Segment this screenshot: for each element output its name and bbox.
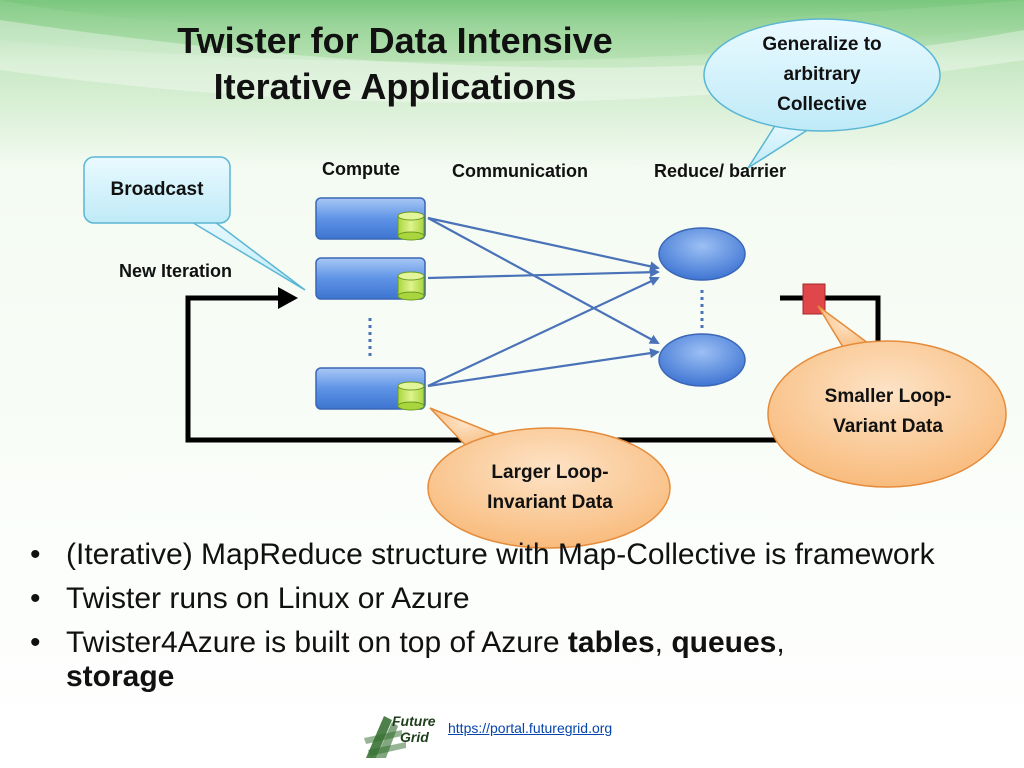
reduce-barrier-label: Reduce/ barrier [654, 161, 787, 181]
bullet-dot-icon: • [30, 626, 41, 659]
reduce-node-1 [658, 227, 746, 281]
larger-line-1: Larger Loop- [491, 462, 609, 483]
compute-node-1 [315, 197, 426, 241]
bullet-separator: , [776, 626, 785, 659]
bullet-bold-storage: storage [66, 660, 175, 693]
title-line-1: Twister for Data Intensive [177, 20, 613, 61]
bullet-bold-queues: queues [671, 626, 777, 659]
bullet-dot-icon: • [30, 538, 41, 571]
bullet-bold-tables: tables [567, 626, 655, 659]
smaller-callout-text: Smaller Loop- Variant Data [778, 382, 998, 442]
broadcast-callout [83, 156, 231, 224]
bullet-text: Twister runs on Linux or Azure [66, 582, 470, 615]
bullet-list: • (Iterative) MapReduce structure with M… [28, 538, 968, 704]
generalize-callout-text: Generalize to arbitrary Collective [712, 30, 932, 120]
larger-callout [427, 407, 671, 549]
bullet-item: • (Iterative) MapReduce structure with M… [28, 538, 968, 572]
bullet-item: • Twister runs on Linux or Azure [28, 582, 968, 616]
generalize-line-1: Generalize to [762, 34, 882, 55]
communication-arrows [427, 216, 660, 388]
slide-title: Twister for Data Intensive Iterative App… [110, 18, 680, 110]
smaller-line-2: Variant Data [833, 416, 943, 437]
new-iteration-label: New Iteration [119, 261, 233, 281]
reduce-node-2 [658, 333, 746, 387]
bullet-item: • Twister4Azure is built on top of Azure… [28, 626, 968, 694]
title-line-2: Iterative Applications [213, 66, 577, 107]
bullet-text-prefix: Twister4Azure is built on top of Azure [66, 626, 568, 659]
logo-text-grid: Grid [400, 729, 429, 745]
broadcast-callout-text: Broadcast [110, 179, 204, 200]
futuregrid-portal-link[interactable]: https://portal.futuregrid.org [448, 720, 613, 736]
compute-label: Compute [322, 159, 400, 179]
generalize-line-3: Collective [777, 94, 867, 115]
compute-node-3 [315, 367, 426, 411]
smaller-callout [767, 305, 1007, 488]
bullet-dot-icon: • [30, 582, 41, 615]
larger-callout-text: Larger Loop- Invariant Data [440, 458, 660, 518]
logo-text-future: Future [392, 713, 436, 729]
futuregrid-logo: Future Grid [364, 713, 436, 758]
generalize-line-2: arbitrary [783, 64, 861, 85]
communication-label: Communication [452, 161, 589, 181]
smaller-line-1: Smaller Loop- [824, 386, 952, 407]
larger-line-2: Invariant Data [487, 492, 613, 513]
generalize-callout [703, 18, 941, 169]
bullet-separator: , [654, 626, 672, 659]
bullet-text: (Iterative) MapReduce structure with Map… [66, 538, 935, 571]
compute-node-2 [315, 257, 426, 301]
